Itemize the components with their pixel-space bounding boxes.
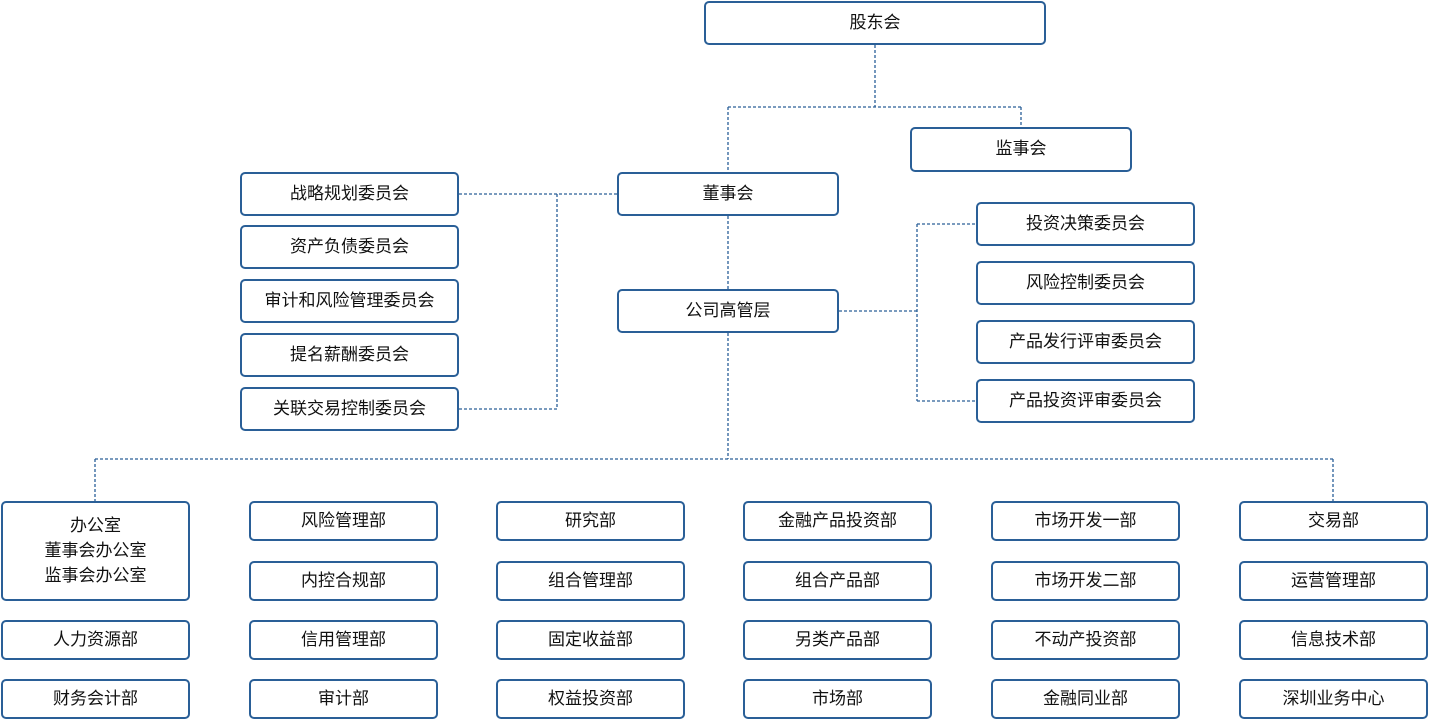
supervisors-label: 监事会 <box>995 139 1047 159</box>
board-committee-related-party: 关联交易控制委员会 <box>240 387 459 431</box>
mgmt-committee-investment: 投资决策委员会 <box>976 202 1195 246</box>
dept-label: 固定收益部 <box>548 629 633 650</box>
dept-label: 权益投资部 <box>548 688 633 709</box>
dept-box: 人力资源部 <box>1 620 190 660</box>
dept-box: 风险管理部 <box>249 501 438 541</box>
dept-box: 审计部 <box>249 679 438 719</box>
board-committee-audit-risk: 审计和风险管理委员会 <box>240 279 459 323</box>
shareholders-node: 股东会 <box>704 1 1046 45</box>
dept-box: 运营管理部 <box>1239 561 1428 601</box>
connector-committee-trunk <box>459 194 558 410</box>
dept-label: 不动产投资部 <box>1034 629 1137 650</box>
dept-box: 权益投资部 <box>496 679 685 719</box>
committee-label: 关联交易控制委员会 <box>273 398 426 419</box>
dept-label: 另类产品部 <box>795 629 880 650</box>
dept-box: 金融产品投资部 <box>743 501 932 541</box>
dept-label: 金融产品投资部 <box>778 510 897 531</box>
dept-box: 财务会计部 <box>1 679 190 719</box>
dept-box: 交易部 <box>1239 501 1428 541</box>
dept-label: 人力资源部 <box>53 629 138 650</box>
dept-box: 市场开发一部 <box>991 501 1180 541</box>
dept-label: 信息技术部 <box>1291 629 1376 650</box>
dept-box: 金融同业部 <box>991 679 1180 719</box>
committee-label: 产品投资评审委员会 <box>1009 390 1162 411</box>
dept-box: 内控合规部 <box>249 561 438 601</box>
committee-label: 提名薪酬委员会 <box>290 344 409 365</box>
mgmt-committee-product-investment: 产品投资评审委员会 <box>976 379 1195 423</box>
dept-box: 深圳业务中心 <box>1239 679 1428 719</box>
dept-box: 组合产品部 <box>743 561 932 601</box>
dept-label: 市场开发二部 <box>1034 570 1137 591</box>
dept-label: 风险管理部 <box>301 510 386 531</box>
dept-label: 市场部 <box>812 688 863 709</box>
dept-box: 组合管理部 <box>496 561 685 601</box>
board-label: 董事会 <box>702 183 754 204</box>
dept-office-line: 监事会办公室 <box>44 565 147 586</box>
committee-label: 战略规划委员会 <box>290 183 409 204</box>
dept-box: 固定收益部 <box>496 620 685 660</box>
dept-label: 研究部 <box>565 510 616 531</box>
committee-label: 风险控制委员会 <box>1026 272 1145 293</box>
dept-label: 财务会计部 <box>53 688 138 709</box>
dept-box: 市场开发二部 <box>991 561 1180 601</box>
committee-label: 资产负债委员会 <box>290 236 409 257</box>
dept-label: 深圳业务中心 <box>1282 688 1385 709</box>
dept-label: 市场开发一部 <box>1034 510 1137 531</box>
shareholders-label: 股东会 <box>849 12 901 33</box>
dept-label: 运营管理部 <box>1291 570 1376 591</box>
dept-box: 信息技术部 <box>1239 620 1428 660</box>
management-label: 公司高管层 <box>685 300 771 321</box>
dept-box: 信用管理部 <box>249 620 438 660</box>
dept-label: 交易部 <box>1308 510 1359 531</box>
dept-office-line: 办公室 <box>70 515 121 536</box>
board-node: 董事会 <box>617 172 839 216</box>
committee-label: 产品发行评审委员会 <box>1009 331 1162 352</box>
management-node: 公司高管层 <box>617 289 839 333</box>
dept-box: 研究部 <box>496 501 685 541</box>
dept-label: 信用管理部 <box>301 629 386 650</box>
dept-label: 组合管理部 <box>548 570 633 591</box>
supervisors-node: 监事会 <box>910 127 1132 172</box>
committee-label: 审计和风险管理委员会 <box>264 290 435 311</box>
dept-label: 金融同业部 <box>1043 688 1128 709</box>
board-committee-nomination: 提名薪酬委员会 <box>240 333 459 377</box>
board-committee-alm: 资产负债委员会 <box>240 225 459 269</box>
dept-office: 办公室 董事会办公室 监事会办公室 <box>1 501 190 601</box>
dept-box: 另类产品部 <box>743 620 932 660</box>
dept-box: 市场部 <box>743 679 932 719</box>
dept-box: 不动产投资部 <box>991 620 1180 660</box>
dept-label: 内控合规部 <box>301 570 386 591</box>
committee-label: 投资决策委员会 <box>1026 213 1145 234</box>
dept-label: 组合产品部 <box>795 570 880 591</box>
mgmt-committee-risk: 风险控制委员会 <box>976 261 1195 305</box>
dept-label: 审计部 <box>318 688 369 709</box>
mgmt-committee-product-issue: 产品发行评审委员会 <box>976 320 1195 364</box>
dept-office-line: 董事会办公室 <box>44 540 147 561</box>
board-committee-strategy: 战略规划委员会 <box>240 172 459 216</box>
